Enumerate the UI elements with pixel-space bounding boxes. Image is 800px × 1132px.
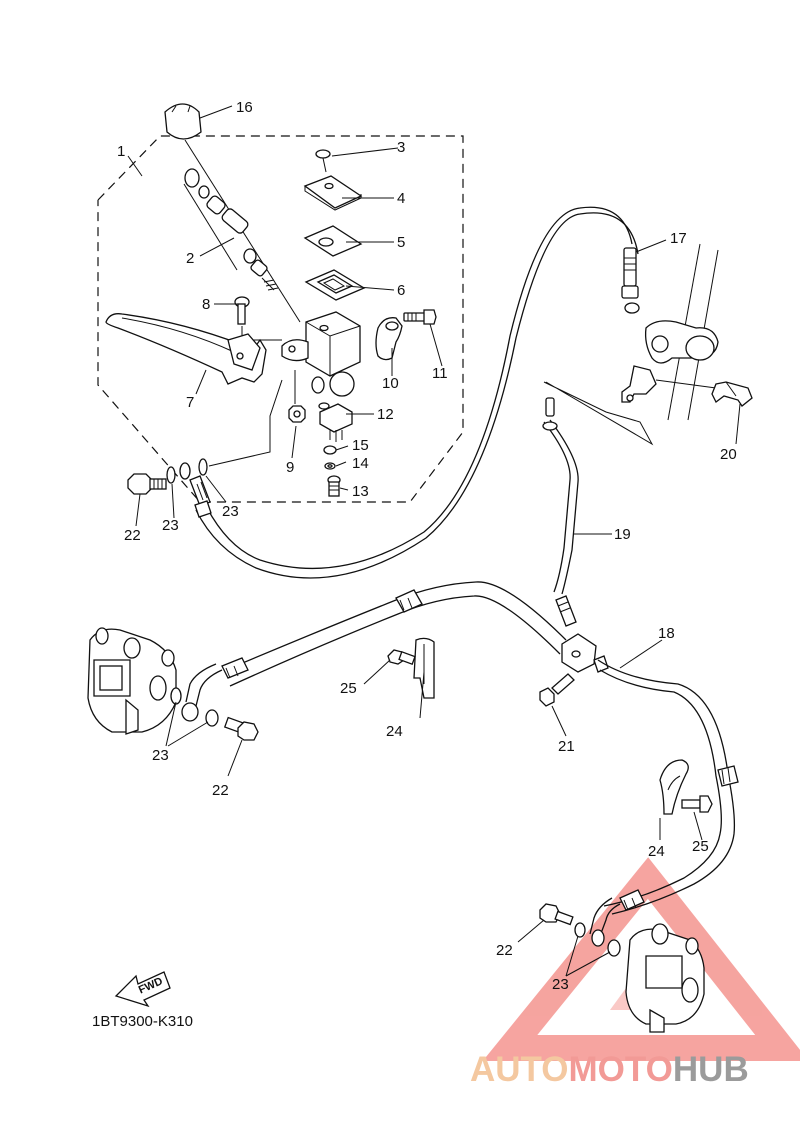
watermark-text-auto: AUTO xyxy=(470,1050,569,1089)
callout-17: 17 xyxy=(670,230,687,247)
callout-22-right: 22 xyxy=(496,942,513,959)
callout-23-upper-a: 23 xyxy=(162,517,179,534)
part-22-banjo-bolt-left xyxy=(223,716,259,741)
callout-23-left: 23 xyxy=(152,747,169,764)
callout-12: 12 xyxy=(377,406,394,423)
left-brake-caliper xyxy=(87,627,177,735)
part-4-cap xyxy=(303,175,363,211)
callout-11: 11 xyxy=(432,365,448,382)
callout-25-left: 25 xyxy=(340,680,357,697)
handlebar-bracket xyxy=(621,243,719,421)
right-brake-caliper xyxy=(625,923,705,1033)
part-5-plate xyxy=(303,225,363,257)
part-7-brake-lever xyxy=(105,313,267,385)
part-10-holder xyxy=(375,317,403,361)
svg-text:AUTOMOTOHUB: AUTOMOTOHUB xyxy=(470,1050,749,1089)
callout-8: 8 xyxy=(202,296,210,313)
watermark-text-hub: HUB xyxy=(673,1050,749,1089)
callout-16: 16 xyxy=(236,99,253,116)
part-22-banjo-bolt-upper xyxy=(127,473,167,495)
callout-24-left: 24 xyxy=(386,723,403,740)
part-23-washers-right xyxy=(574,922,621,957)
left-brake-hose xyxy=(181,581,567,722)
callout-21: 21 xyxy=(558,738,575,755)
part-14-washer xyxy=(324,462,336,470)
bracket-dashed-zigzag xyxy=(543,381,654,446)
callout-24-right: 24 xyxy=(648,843,665,860)
callout-7: 7 xyxy=(186,394,194,411)
part-18-right-brake-hose xyxy=(589,659,739,947)
part-9-nut xyxy=(288,370,306,423)
callout-10: 10 xyxy=(382,375,399,392)
upper-brake-hose xyxy=(189,206,639,579)
callout-20: 20 xyxy=(720,446,737,463)
callout-23-upper-b: 23 xyxy=(222,503,239,520)
part-8-pivot-bolt xyxy=(234,296,282,341)
part-20-clip xyxy=(711,381,753,407)
part-23-washers-left xyxy=(170,687,219,727)
diagram-code: 1BT9300-K310 xyxy=(92,1013,193,1030)
part-13-screw xyxy=(327,475,341,497)
callout-25-right: 25 xyxy=(692,838,709,855)
callout-19: 19 xyxy=(614,526,631,543)
part-2-piston-kit xyxy=(183,168,279,291)
part-24-hose-guide-right xyxy=(659,759,689,815)
watermark-wordmark: AUTOMOTOHUB xyxy=(470,1050,749,1089)
leader-lines xyxy=(127,105,741,977)
callout-13: 13 xyxy=(352,483,369,500)
callout-3: 3 xyxy=(397,139,405,156)
callout-1: 1 xyxy=(117,143,125,160)
part-3-screw xyxy=(315,149,331,173)
part-12-brake-switch xyxy=(318,402,353,442)
assembly-outline-dashed xyxy=(97,135,464,503)
callout-14: 14 xyxy=(352,455,369,472)
callout-9: 9 xyxy=(286,459,294,476)
callout-6: 6 xyxy=(397,282,405,299)
callout-18: 18 xyxy=(658,625,675,642)
callout-23-right: 23 xyxy=(552,976,569,993)
part-25-bolt-right xyxy=(681,795,713,813)
callout-labels: 1 2 3 4 5 6 7 8 9 10 11 12 13 14 15 16 1… xyxy=(117,99,737,993)
callout-22-left: 22 xyxy=(212,782,229,799)
part-21-bolt xyxy=(539,673,575,707)
part-23-washers-upper xyxy=(166,379,283,484)
master-cylinder-body xyxy=(281,311,361,397)
callout-22-upper: 22 xyxy=(124,527,141,544)
part-22-banjo-bolt-right xyxy=(539,903,574,926)
part-11-bolt xyxy=(403,309,437,325)
part-19-brake-pipe xyxy=(542,397,579,627)
part-24-hose-guide-left xyxy=(413,637,435,699)
watermark-text-moto: MOTO xyxy=(569,1050,673,1089)
callout-4: 4 xyxy=(397,190,405,207)
callout-5: 5 xyxy=(397,234,405,251)
callout-15: 15 xyxy=(352,437,369,454)
forward-arrow: FWD xyxy=(114,971,171,1008)
brake-hose-junction xyxy=(561,633,609,673)
callout-2: 2 xyxy=(186,250,194,267)
part-17-hose-fitting xyxy=(621,247,640,314)
part-25-bolt-left xyxy=(387,649,416,665)
part-15-washer xyxy=(323,445,337,455)
part-6-diaphragm xyxy=(304,269,366,301)
